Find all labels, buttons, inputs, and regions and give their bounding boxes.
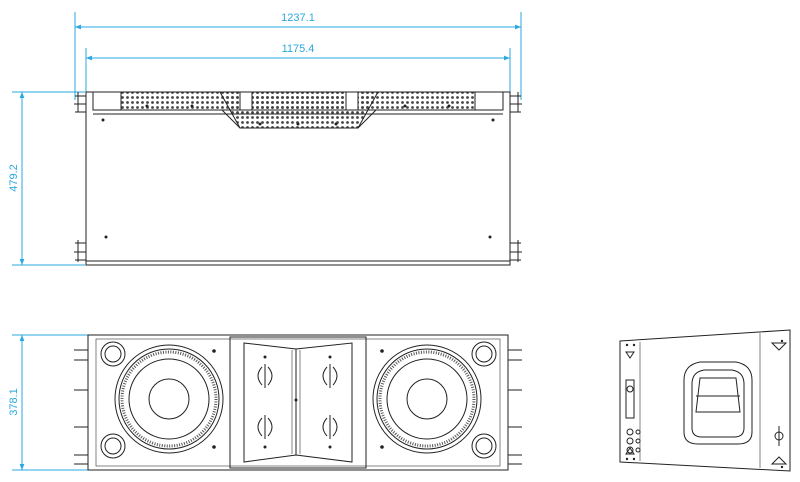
dimension-depth: 378.1 <box>8 334 88 471</box>
front-view <box>74 334 522 471</box>
inner-width-label: 1175.4 <box>282 43 315 55</box>
ports <box>100 341 497 459</box>
dimension-overall-width: 1237.1 <box>74 12 522 100</box>
rigging-pins <box>74 92 522 262</box>
top-view <box>74 91 522 266</box>
waveguide <box>212 336 384 469</box>
left-woofer <box>114 344 224 454</box>
height-label: 479.2 <box>8 164 20 192</box>
overall-width-label: 1237.1 <box>281 12 315 24</box>
dimension-inner-width: 1175.4 <box>85 43 511 92</box>
handle-cup <box>683 361 753 445</box>
side-view <box>619 329 791 472</box>
side-rigging <box>625 342 788 465</box>
right-woofer <box>372 344 482 454</box>
side-pins <box>74 349 522 465</box>
dimension-height: 479.2 <box>8 91 85 266</box>
depth-label: 378.1 <box>8 388 20 416</box>
